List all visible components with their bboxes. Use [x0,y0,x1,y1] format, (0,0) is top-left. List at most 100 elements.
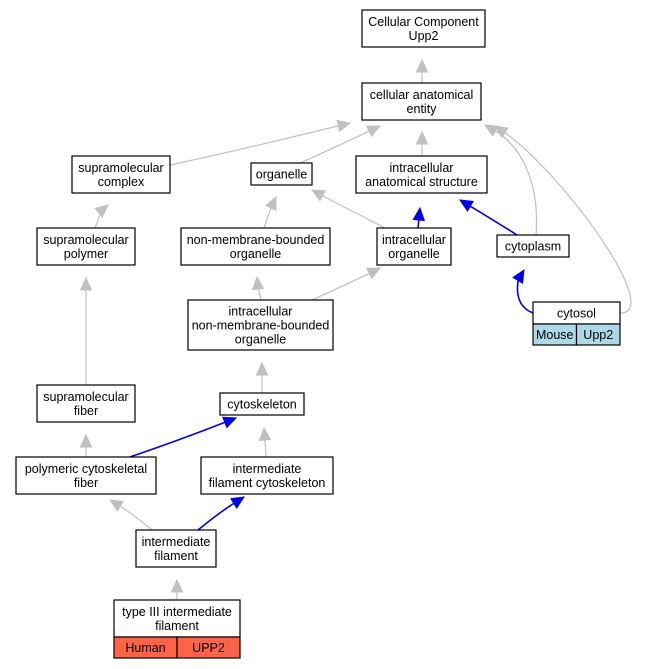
node-box [36,227,136,266]
edge-intracellular_nmb_organelle-to-non_membrane_bounded_organelle [251,275,265,301]
node-label: filament [155,619,199,633]
gene-label: UPP2 [192,641,225,655]
node-label: organelle [388,247,439,261]
arrowhead-icon [412,206,426,222]
node-label: supramolecular [43,233,128,247]
edge-cytoskeleton-to-intracellular_nmb_organelle [255,361,269,393]
arrowhead-icon [415,130,429,145]
node-box [361,82,482,121]
edge-intermediate_filament-to-polymeric_cytoskeletal_fiber [108,499,153,531]
arrowhead-icon [79,433,93,448]
node-label: anatomical structure [365,175,478,189]
arrowhead-icon [108,499,124,512]
edge-cytoplasm-to-cellular_anatomical_entity [483,124,538,236]
node-label: polymer [64,247,108,261]
node-label: cytosol [557,307,596,321]
arrowhead-icon [258,426,272,441]
edge-line [118,504,153,531]
edge-supramolecular_complex-to-cellular_anatomical_entity [169,119,352,166]
edge-line [169,124,341,166]
node-label: polymeric cytoskeletal [25,462,147,476]
edge-supramolecular_fiber-to-supramolecular_polymer [79,276,93,385]
edge-line [197,501,236,531]
node-box [219,392,305,416]
edge-type_iii_intermediate_filament-to-intermediate_filament [170,578,184,600]
node-box [180,227,331,266]
node-label: cytoskeleton [227,398,297,412]
edge-intracellular_nmb_organelle-to-intracellular_organelle [311,267,382,301]
gene-cell [176,636,241,659]
node-cytoskeleton[interactable]: cytoskeleton [219,392,305,416]
edge-line [299,129,372,164]
node-label: fiber [74,404,98,418]
species-label: Human [125,641,165,655]
edge-intracellular_organelle-to-organelle [310,189,386,229]
edge-non_membrane_bounded_organelle-to-organelle [263,195,277,229]
node-label: intermediate [233,462,302,476]
edge-polymeric_cytoskeletal_fiber-to-cytoskeleton [129,416,238,458]
arrowhead-icon [170,578,184,593]
arrowhead-icon [255,361,269,376]
edge-cytoplasm-to-intracellular_anatomical_structure [458,199,518,236]
node-label: non-membrane-bounded [192,319,330,333]
node-box [15,456,157,495]
node-label: intermediate [142,535,211,549]
node-label: filament cytoskeleton [209,476,326,490]
node-label: fiber [74,476,98,490]
node-label: type III intermediate [122,605,232,619]
edge-polymeric_cytoskeletal_fiber-to-supramolecular_fiber [79,433,93,457]
edge-line [320,194,386,229]
arrowhead-icon [310,189,326,202]
arrowhead-icon [483,124,499,137]
arrowhead-icon [251,275,265,291]
arrowhead-icon [415,58,429,73]
node-label: supramolecular [78,161,163,175]
edge-intermediate_filament-to-intermediate_filament_cytoskeleton [197,496,246,531]
node-intracellular-nmb-organelle[interactable]: intracellularnon-membrane-boundedorganel… [187,299,334,351]
node-label: organelle [256,168,307,182]
arrowhead-icon [458,199,474,212]
edge-line [264,437,267,458]
node-cytoplasm[interactable]: cytoplasm [496,234,570,258]
edge-line [502,131,632,314]
node-box [376,227,452,266]
node-label: non-membrane-bounded [187,233,325,247]
node-box [355,155,488,194]
node-label: cytoplasm [505,240,561,254]
arrowhead-icon [230,496,246,509]
edge-line [468,204,518,236]
node-label: filament [154,549,198,563]
arrowhead-icon [336,119,352,133]
node-label: supramolecular [43,390,128,404]
node-box [135,529,217,568]
edge-cellular_anatomical_entity-to-cellular_component [415,58,429,83]
node-label: organelle [230,247,281,261]
node-label: Upp2 [409,29,439,43]
edges-layer [79,58,632,600]
node-organelle[interactable]: organelle [250,162,313,186]
node-box [496,234,570,258]
arrowhead-icon [366,125,382,138]
node-label: intracellular [390,161,454,175]
edge-line [516,278,534,314]
arrowhead-icon [512,268,525,284]
node-label: intracellular [382,233,446,247]
arrowhead-icon [494,125,509,139]
edge-intracellular_organelle-to-intracellular_anatomical_structure [412,206,426,229]
arrowhead-icon [79,276,93,291]
node-label: intracellular [229,305,293,319]
